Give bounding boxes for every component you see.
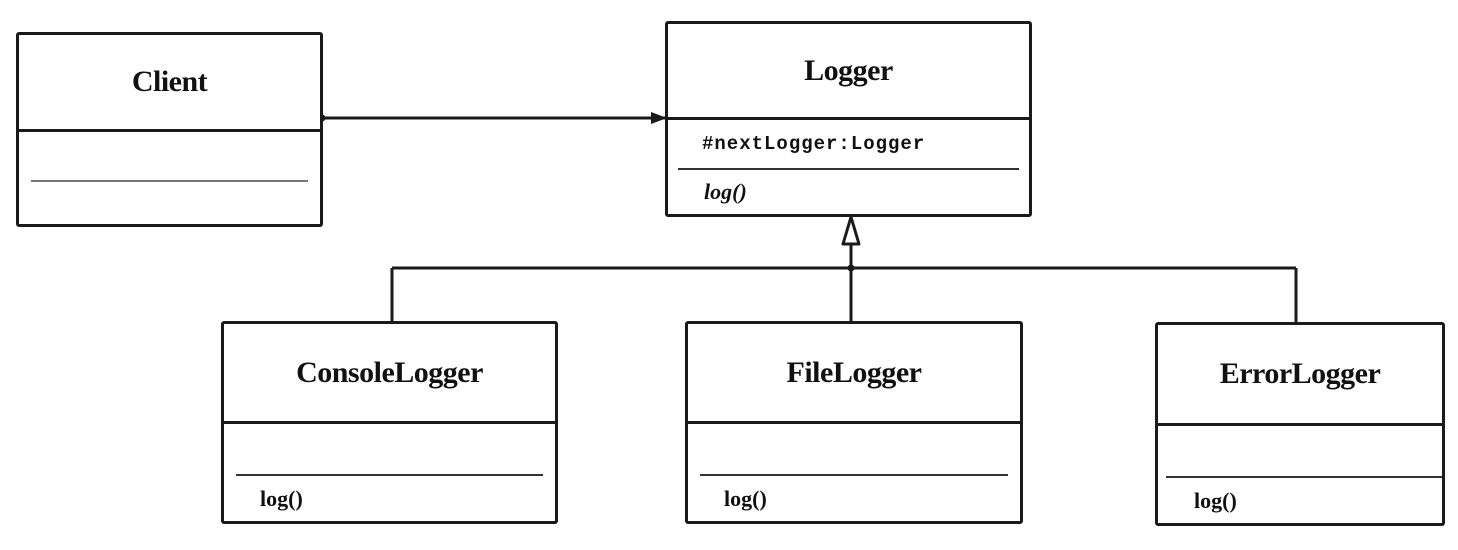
class-error-logger: ErrorLogger log(): [1155, 322, 1445, 526]
class-name: ErrorLogger: [1158, 325, 1442, 426]
class-operations: log(): [260, 485, 303, 511]
class-attributes: [236, 424, 543, 476]
class-attributes: #nextLogger:Logger: [678, 120, 1019, 170]
class-name: Client: [19, 35, 320, 132]
class-attributes: [1166, 426, 1442, 478]
class-file-logger: FileLogger log(): [685, 321, 1023, 524]
class-operations: log(): [704, 179, 747, 204]
class-client: Client: [16, 32, 323, 227]
class-operations: log(): [1194, 487, 1237, 513]
class-name: FileLogger: [688, 324, 1020, 424]
class-console-logger: ConsoleLogger log(): [221, 321, 558, 524]
class-operations: log(): [724, 485, 767, 511]
class-name: Logger: [668, 24, 1029, 120]
generalization-junction-dot: [847, 264, 855, 272]
class-attributes: [31, 132, 308, 182]
class-attributes: [700, 424, 1008, 476]
class-name: ConsoleLogger: [224, 324, 555, 424]
class-operations: [19, 182, 320, 224]
generalization-arrowhead: [841, 215, 861, 246]
class-logger: Logger #nextLogger:Logger log(): [665, 21, 1032, 217]
